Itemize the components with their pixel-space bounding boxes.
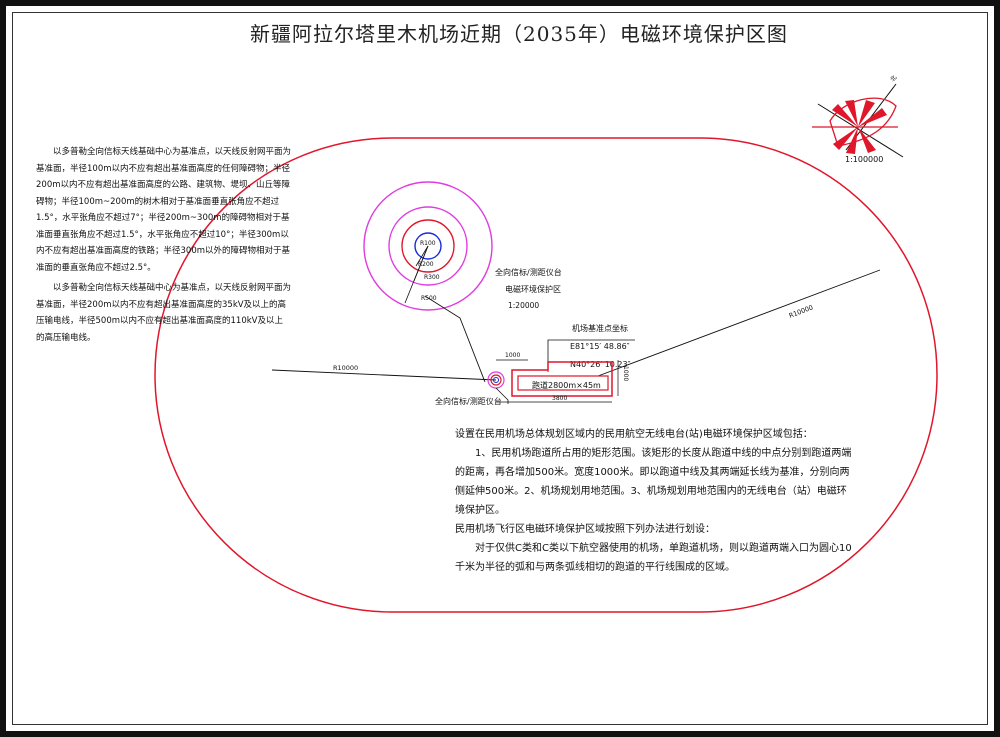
left-note-1: 以多普勒全向信标天线基础中心为基准点，以天线反射网平面为基准面，半径100m以内… [36,147,292,273]
dim-length-label: 3800 [552,395,567,402]
r10000-right-label: R10000 [788,303,814,320]
drawing-frame-inner [12,12,988,725]
runway-label: 跑道2800m×45m [532,380,601,390]
r10000-right-dim [597,269,881,377]
r10000-left-label: R10000 [333,364,358,372]
compass-outline [829,97,897,147]
vor-zone-leader [424,295,486,383]
vor-zone-scale: 1:20000 [508,301,539,310]
compass-scale: 1:100000 [845,155,883,164]
airport-ref-title: 机场基准点坐标 [572,323,628,333]
vor-r500-circle [363,181,493,311]
bottom-note-1: 设置在民用机场总体规划区域内的民用航空无线电台(站)电磁环境保护区域包括： [455,429,813,440]
dim-offset-label: 1000 [505,352,520,359]
r100-label: R100 [420,240,436,247]
orientation-diagram: 1:100000 北 [812,74,904,164]
left-notes: 以多普勒全向信标天线基础中心为基准点，以天线反射网平面为基准面，半径100m以内… [36,144,291,346]
compass-north-marker: 北 [888,74,898,84]
r500-leader [404,245,429,304]
vor-r300-circle [388,206,468,286]
compass-rose-wedges [832,100,887,154]
bottom-notes: 设置在民用机场总体规划区域内的民用航空无线电台(站)电磁环境保护区域包括： 1、… [455,425,855,577]
left-note-2: 以多普勒全向信标天线基础中心为基准点，以天线反射网平面为基准面，半径200m以内… [36,283,292,343]
r200-label: R200 [418,261,434,268]
vor-r200-circle [401,219,455,273]
protection-zone-boundary [154,137,938,613]
r300-label: R300 [424,274,440,281]
runway-protection-zone [511,361,613,397]
vor-label-leader [495,387,509,404]
r200-leader [415,245,429,267]
vor-station-label: 全向信标/测距仪台 [435,396,502,406]
airport-ref-lat: N40°26′ 10.23″ [570,360,631,369]
airport-ref-lon: E81°15′ 48.86″ [570,342,630,351]
bottom-note-2: 1、民用机场跑道所占用的矩形范围。该矩形的长度从跑道中线的中点分别到跑道两端的距… [455,448,852,516]
vor-station-mid [490,374,502,386]
vor-station-inner [493,377,499,383]
runway [517,375,609,391]
vor-zone-label-line1: 全向信标/测距仪台 [495,267,562,277]
bottom-note-3: 民用机场飞行区电磁环境保护区域按照下列办法进行划设： [455,524,715,535]
vor-zone-label-line2: 电磁环境保护区 [505,284,561,294]
bottom-note-4: 对于仅供C类和C类以下航空器使用的机场，单跑道机场，则以跑道两端入口为圆心10千… [455,543,852,573]
r10000-left-dim [271,369,497,381]
vor-r100-circle [414,232,442,260]
page-title: 新疆阿拉尔塔里木机场近期（2035年）电磁环境保护区图 [250,22,788,46]
dim-width-label: 1000 [622,366,629,381]
